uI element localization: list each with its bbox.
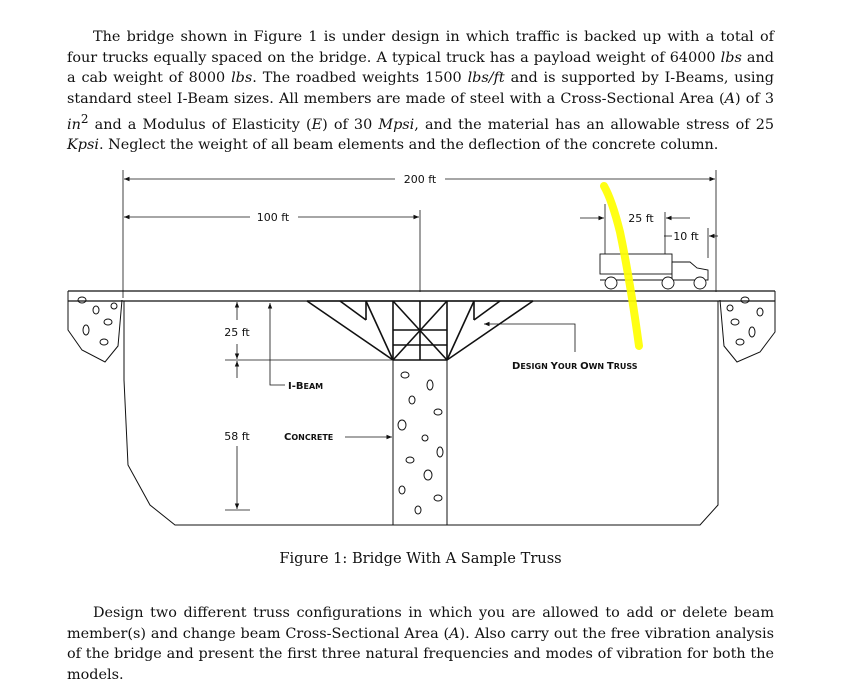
total-span-label: 200 ft (404, 173, 437, 186)
truck (599, 253, 709, 290)
text-run: . The roadbed weights 1500 (252, 70, 468, 86)
ibeam-callout: I-BEAM (267, 303, 323, 392)
truck-length-label: 25 ft (628, 212, 654, 225)
unit: in (67, 116, 81, 133)
total-span-dimension: 200 ft (122, 170, 717, 298)
unit: lbs/ft (467, 70, 505, 86)
roadbed (68, 290, 775, 302)
truck-dimensions: 25 ft 10 ft (580, 204, 718, 258)
svg-text:DESIGN YOUR OWN TRUSS: DESIGN YOUR OWN TRUSS (512, 361, 638, 372)
unit: lbs (231, 70, 253, 86)
unit: lbs (720, 49, 742, 66)
concrete-column (392, 360, 448, 525)
unit: Mpsi (378, 116, 415, 133)
task-statement: Design two different truss configuration… (67, 603, 774, 685)
canyon-outline (123, 301, 719, 526)
text-run: and is supported by I-Beams, using stand… (67, 70, 775, 107)
concrete-callout: CONCRETE (284, 432, 392, 443)
right-abutment (719, 291, 776, 363)
truck-gap-label: 10 ft (673, 230, 699, 243)
text-run: ). Also carry out the free vibration ana… (67, 625, 774, 683)
text-run: and a Modulus of Elasticity ( (88, 116, 312, 133)
svg-text:I-BEAM: I-BEAM (288, 381, 323, 392)
text-run: Design two different truss configuration… (67, 605, 774, 642)
left-abutment (67, 291, 123, 363)
height-dimensions: 25 ft 58 ft (224, 300, 393, 511)
text-run: and a cab weight of 8000 (67, 49, 774, 87)
exponent: 2 (80, 112, 89, 126)
text-run: . Neglect the weight of all beam element… (98, 137, 719, 154)
variable: E (311, 116, 323, 133)
svg-text:CONCRETE: CONCRETE (284, 432, 333, 443)
problem-statement: The bridge shown in Figure 1 is under de… (67, 27, 774, 156)
variable: A (724, 90, 736, 107)
text-run: , and the material has an allowable stre… (414, 116, 775, 133)
sample-truss (306, 300, 534, 361)
half-span-dimension: 100 ft (124, 210, 421, 292)
half-span-label: 100 ft (257, 211, 290, 224)
highlighter-mark (600, 182, 643, 350)
concrete-height-label: 58 ft (224, 430, 250, 443)
figure-caption: Figure 1: Bridge With A Sample Truss (279, 550, 562, 567)
variable: A (449, 625, 460, 642)
text-run: ) of 3 (735, 90, 774, 107)
truss-height-label: 25 ft (224, 326, 250, 339)
unit: Kpsi (67, 137, 99, 154)
text-run: ) of 30 (322, 116, 379, 133)
text-run: The bridge shown in Figure 1 is under de… (67, 29, 774, 66)
truss-callout: DESIGN YOUR OWN TRUSS (484, 321, 638, 372)
